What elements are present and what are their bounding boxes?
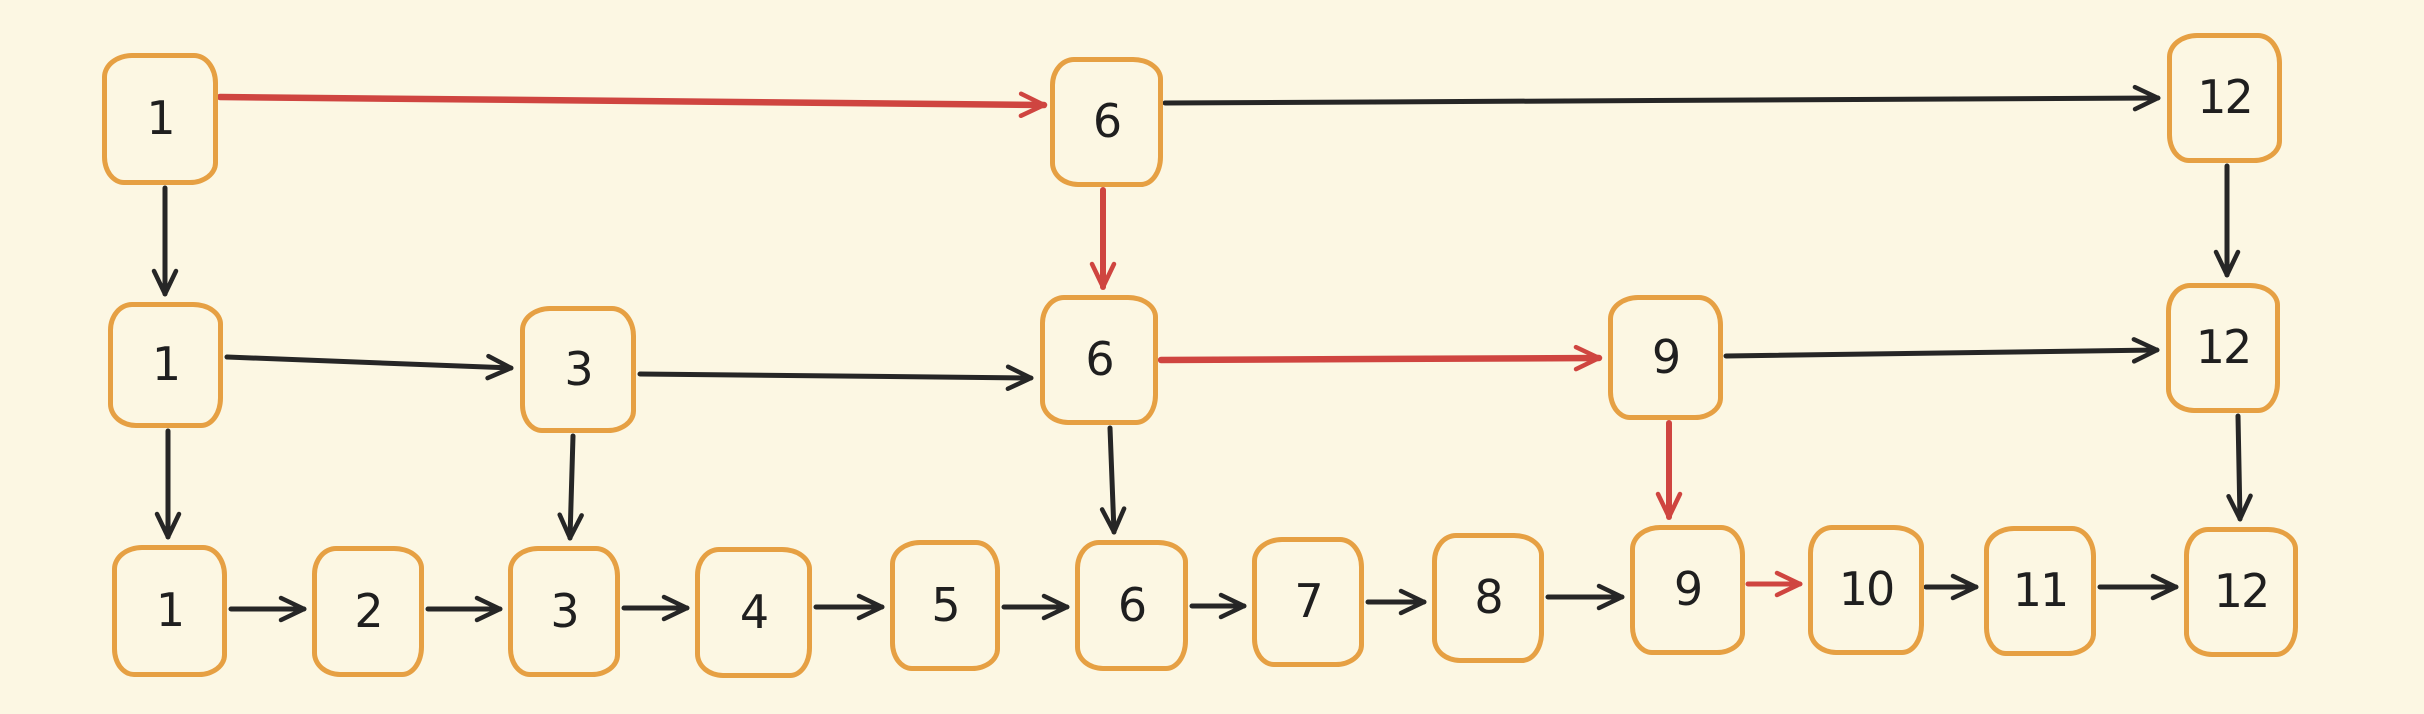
node-value: 12 bbox=[2197, 70, 2254, 124]
node-level0-10: 10 bbox=[1808, 525, 1924, 655]
node-level0-1: 1 bbox=[112, 545, 227, 677]
node-value: 6 bbox=[1085, 332, 1114, 386]
node-value: 6 bbox=[1117, 577, 1147, 632]
node-level0-11: 11 bbox=[1984, 526, 2096, 656]
node-value: 1 bbox=[151, 337, 181, 391]
node-level2-12: 12 bbox=[2167, 33, 2282, 163]
edge-level1-6-to-level0-6 bbox=[1099, 425, 1127, 535]
node-level2-6: 6 bbox=[1050, 57, 1163, 187]
node-level0-4: 4 bbox=[695, 547, 812, 678]
edge-level1-3-to-level0-3 bbox=[557, 433, 584, 541]
node-value: 9 bbox=[1673, 562, 1703, 616]
node-value: 12 bbox=[2213, 564, 2271, 618]
node-value: 4 bbox=[739, 584, 769, 639]
edge-level2-1-to-level2-6 bbox=[216, 91, 1048, 119]
node-value: 3 bbox=[564, 341, 593, 396]
node-value: 2 bbox=[354, 583, 383, 638]
node-level0-8: 8 bbox=[1432, 533, 1544, 663]
node-level1-9: 9 bbox=[1608, 295, 1723, 420]
node-value: 12 bbox=[2195, 320, 2253, 374]
node-value: 3 bbox=[550, 583, 579, 638]
node-level2-1: 1 bbox=[102, 53, 218, 185]
edge-level1-9-to-level1-12 bbox=[1723, 337, 2160, 364]
edge-level1-1-to-level1-3 bbox=[224, 353, 514, 381]
node-value: 8 bbox=[1474, 570, 1503, 624]
node-value: 6 bbox=[1092, 94, 1122, 148]
edge-level1-3-to-level1-6 bbox=[637, 364, 1034, 392]
node-value: 11 bbox=[2012, 563, 2070, 617]
node-value: 1 bbox=[155, 583, 185, 637]
node-level0-2: 2 bbox=[312, 546, 424, 677]
node-value: 1 bbox=[146, 91, 175, 145]
node-value: 10 bbox=[1838, 562, 1896, 616]
edge-level1-12-to-level0-12 bbox=[2226, 413, 2253, 522]
node-level1-1: 1 bbox=[108, 302, 223, 428]
node-level1-12: 12 bbox=[2166, 283, 2280, 413]
node-level0-7: 7 bbox=[1252, 537, 1364, 667]
node-level1-3: 3 bbox=[520, 306, 636, 433]
node-value: 9 bbox=[1651, 329, 1681, 384]
node-level0-5: 5 bbox=[890, 540, 1000, 671]
edge-level1-6-to-level1-9 bbox=[1157, 344, 1603, 372]
node-level0-12: 12 bbox=[2184, 527, 2298, 657]
node-level0-3: 3 bbox=[508, 546, 620, 677]
node-value: 7 bbox=[1294, 574, 1323, 628]
node-value: 5 bbox=[931, 577, 960, 632]
node-level1-6: 6 bbox=[1040, 295, 1158, 425]
node-level0-9: 9 bbox=[1630, 525, 1745, 655]
edge-level2-6-to-level2-12 bbox=[1162, 84, 2161, 112]
node-level0-6: 6 bbox=[1075, 540, 1188, 671]
